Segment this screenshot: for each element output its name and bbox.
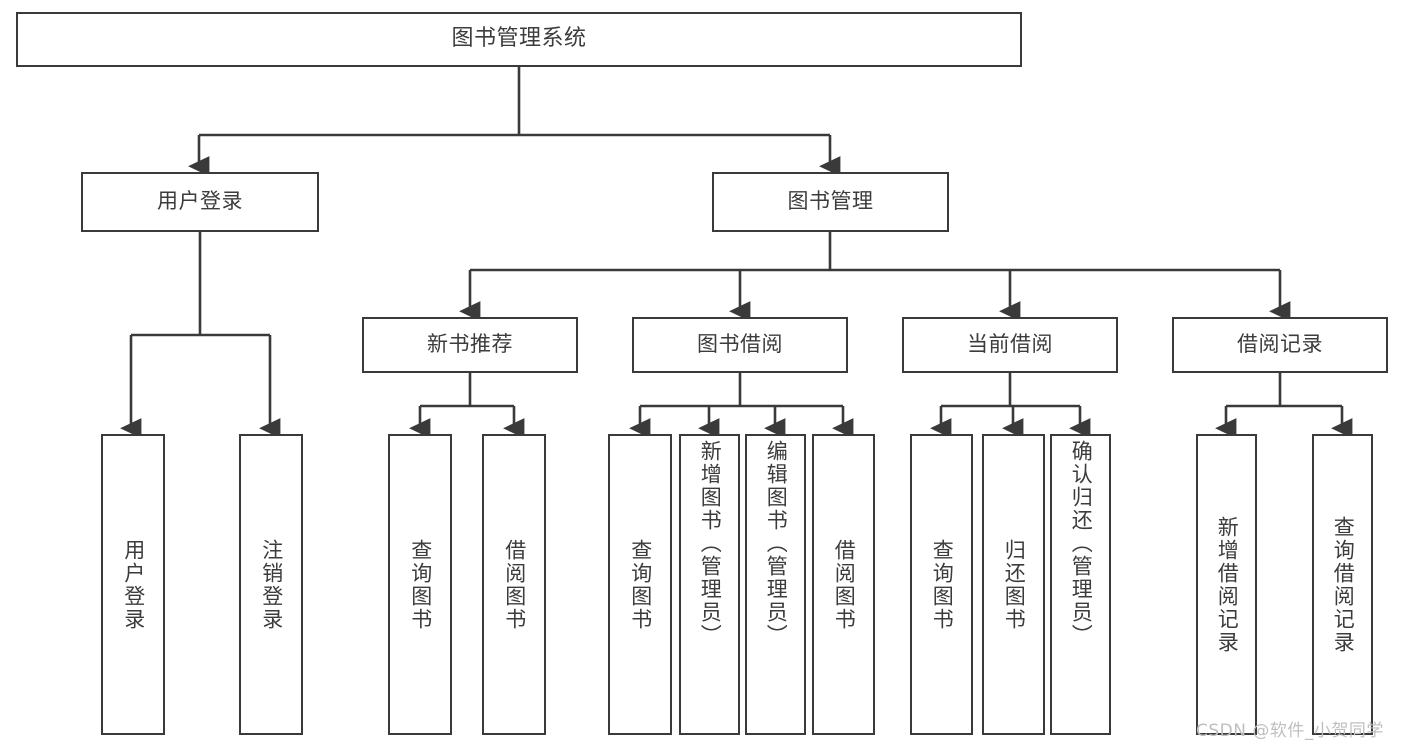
node-leaf-add-borrow-record[interactable]: 新增借阅记录: [1196, 434, 1257, 735]
node-user-login-label: 用户登录: [157, 189, 243, 214]
node-current-borrow-label: 当前借阅: [967, 332, 1053, 357]
node-leaf-borrow-book-1[interactable]: 借阅图书: [482, 434, 546, 735]
node-leaf-add-borrow-record-label: 新增借阅记录: [1215, 515, 1240, 654]
node-leaf-query-book-3-label: 查询图书: [930, 538, 955, 631]
node-leaf-user-login[interactable]: 用户登录: [101, 434, 165, 735]
csdn-watermark: CSDN @软件_小贺同学: [1196, 721, 1384, 741]
node-leaf-add-book-label: 新增图书（管理员）: [698, 440, 723, 647]
node-borrow-record-label: 借阅记录: [1237, 332, 1323, 357]
node-leaf-query-book-1[interactable]: 查询图书: [388, 434, 452, 735]
node-root[interactable]: 图书管理系统: [16, 12, 1022, 67]
node-leaf-query-book-3[interactable]: 查询图书: [910, 434, 973, 735]
node-leaf-logout[interactable]: 注销登录: [239, 434, 303, 735]
node-leaf-query-borrow-record-label: 查询借阅记录: [1331, 515, 1356, 654]
node-book-borrow-label: 图书借阅: [697, 332, 783, 357]
node-root-label: 图书管理系统: [451, 26, 587, 52]
node-new-book-recommend-label: 新书推荐: [427, 332, 513, 357]
node-leaf-query-book-2-label: 查询图书: [628, 538, 653, 631]
node-leaf-borrow-book-1-label: 借阅图书: [502, 538, 527, 631]
node-leaf-borrow-book-2[interactable]: 借阅图书: [812, 434, 875, 735]
node-leaf-query-book-2[interactable]: 查询图书: [608, 434, 672, 735]
node-leaf-edit-book-label: 编辑图书（管理员）: [764, 440, 789, 647]
node-leaf-logout-label: 注销登录: [259, 538, 284, 631]
node-borrow-record[interactable]: 借阅记录: [1172, 317, 1388, 373]
node-book-manage-label: 图书管理: [787, 189, 874, 214]
node-leaf-user-login-label: 用户登录: [121, 538, 146, 631]
node-leaf-confirm-return[interactable]: 确认归还（管理员）: [1050, 434, 1111, 735]
node-current-borrow[interactable]: 当前借阅: [902, 317, 1118, 373]
node-leaf-add-book[interactable]: 新增图书（管理员）: [679, 434, 740, 735]
node-leaf-edit-book[interactable]: 编辑图书（管理员）: [745, 434, 806, 735]
node-book-borrow[interactable]: 图书借阅: [632, 317, 848, 373]
node-book-manage[interactable]: 图书管理: [712, 172, 949, 232]
node-leaf-confirm-return-label: 确认归还（管理员）: [1069, 440, 1094, 647]
node-user-login[interactable]: 用户登录: [81, 172, 319, 232]
node-leaf-return-book-label: 归还图书: [1002, 538, 1027, 631]
node-leaf-query-book-1-label: 查询图书: [408, 538, 433, 631]
node-leaf-borrow-book-2-label: 借阅图书: [832, 538, 857, 631]
node-leaf-return-book[interactable]: 归还图书: [982, 434, 1045, 735]
node-leaf-query-borrow-record[interactable]: 查询借阅记录: [1312, 434, 1373, 735]
node-new-book-recommend[interactable]: 新书推荐: [362, 317, 578, 373]
